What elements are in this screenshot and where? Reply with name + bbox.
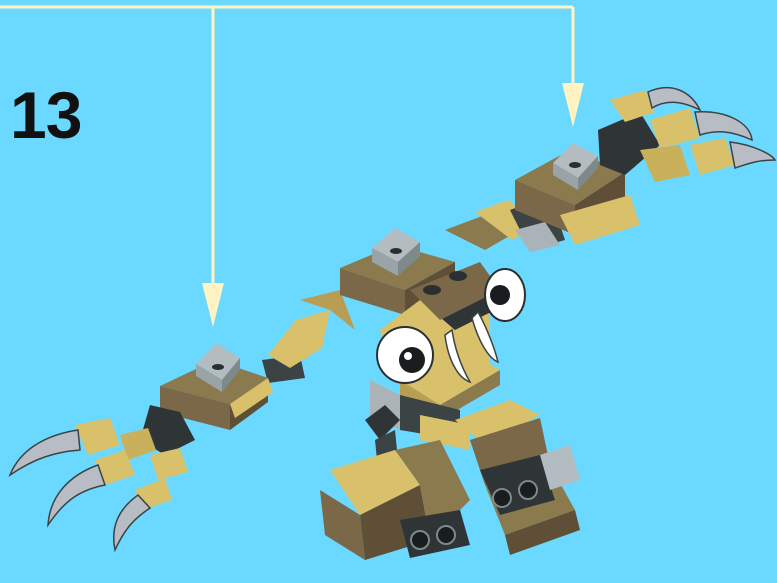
right-arm: [445, 88, 775, 252]
eye-left: [377, 327, 433, 383]
right-claws: [598, 88, 775, 182]
right-leg: [455, 400, 580, 555]
eye-right: [485, 269, 525, 321]
left-arm: [10, 290, 355, 550]
left-claws: [10, 405, 195, 550]
